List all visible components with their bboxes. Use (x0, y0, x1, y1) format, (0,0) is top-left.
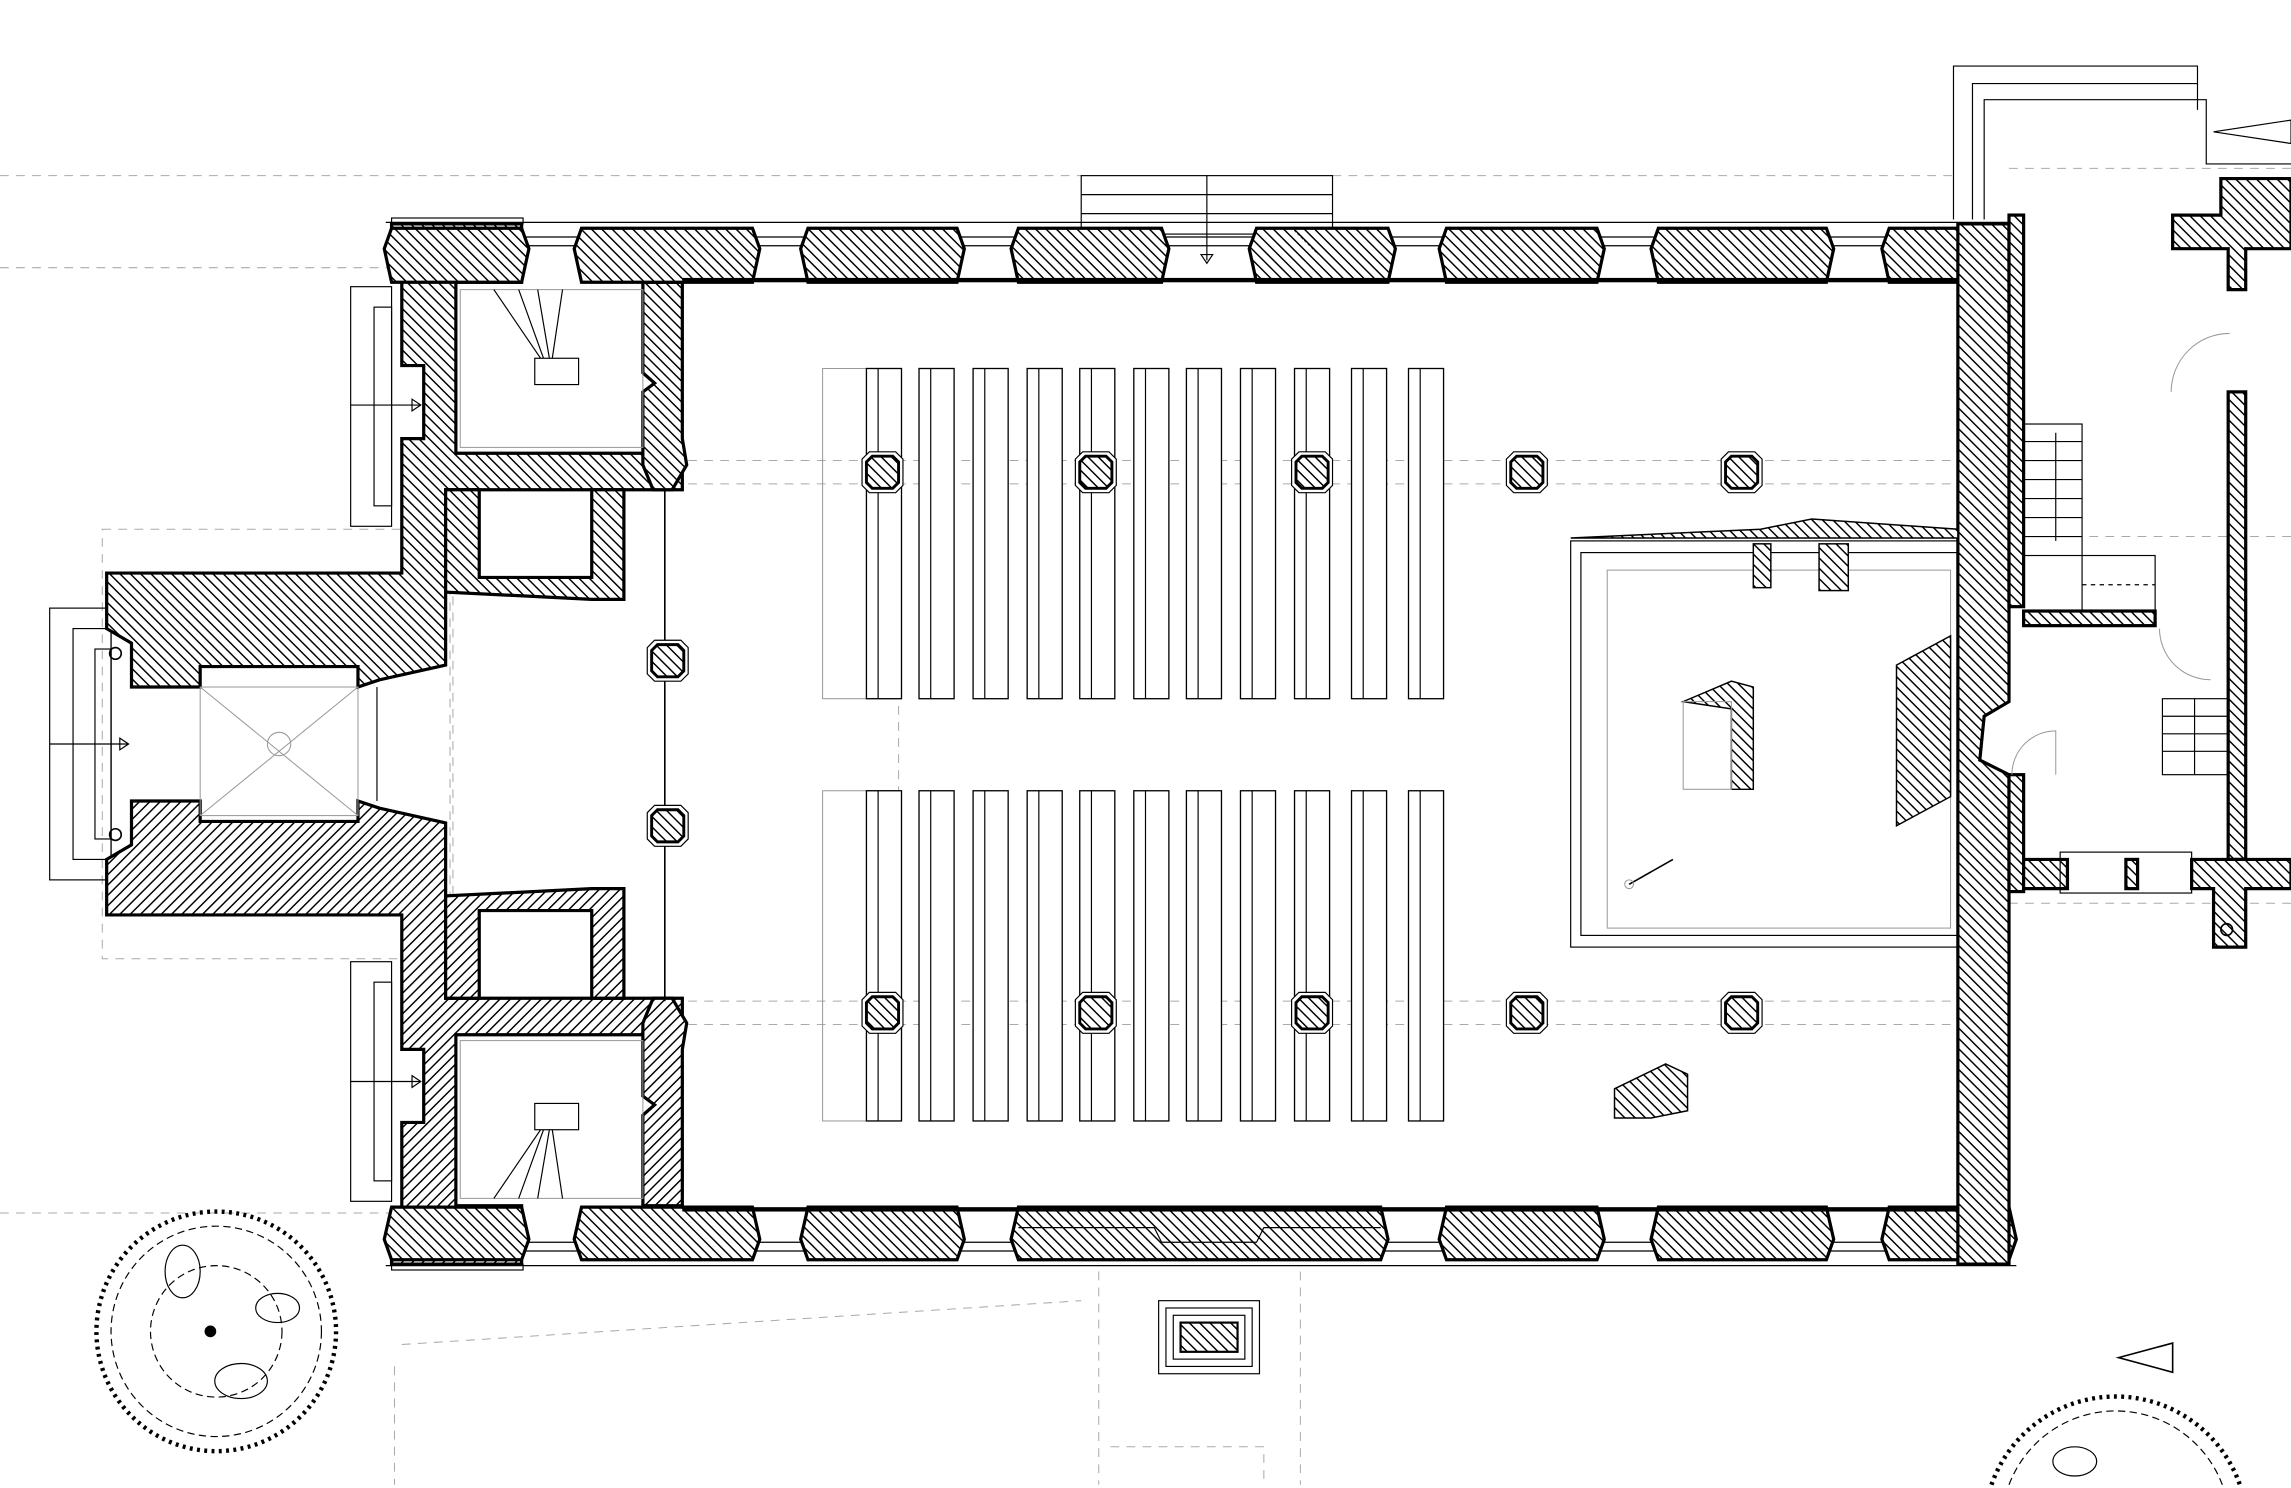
pew (865, 790, 903, 1122)
organ (1895, 634, 1952, 828)
buttress (799, 1205, 966, 1262)
south-wall (382, 1205, 2018, 1267)
tree-icon (1989, 1394, 2242, 1486)
wall-inner-face (682, 277, 1958, 283)
pew (1185, 790, 1223, 1122)
tree-icon (94, 1209, 339, 1454)
buttress (1009, 1205, 1390, 1262)
south-light-well (1158, 1300, 1261, 1375)
pews (822, 367, 1445, 1122)
buttress (382, 1205, 531, 1262)
pew (1239, 790, 1277, 1122)
buttress (1437, 226, 1606, 284)
pew (1079, 367, 1116, 700)
north-wall (382, 221, 2018, 284)
piers (646, 451, 1763, 1034)
pew (1026, 367, 1063, 700)
pier (1294, 995, 1330, 1031)
pier (1724, 995, 1760, 1031)
pew (1239, 367, 1277, 700)
pier (1509, 995, 1545, 1031)
pew (1026, 790, 1063, 1122)
pew (1407, 367, 1445, 700)
buttress (799, 226, 966, 284)
east-wall (1956, 213, 2026, 1266)
pew (972, 367, 1009, 700)
stage-platform (1570, 518, 1959, 1119)
pier (650, 643, 686, 679)
pew (1079, 790, 1116, 1122)
pew (1185, 367, 1223, 700)
buttress (1247, 226, 1398, 284)
buttress (1649, 1205, 1836, 1262)
pier (1078, 454, 1114, 490)
annex-stairs-lower (2161, 698, 2229, 776)
pew (1350, 790, 1388, 1122)
pier (1078, 995, 1114, 1031)
pier (864, 995, 901, 1031)
pew (972, 790, 1009, 1122)
buttress (1437, 1205, 1606, 1262)
south-porch-outline (1018, 1227, 1381, 1243)
entrance-steps-west (49, 286, 422, 1202)
annex-stairs-upper (2023, 423, 2156, 612)
pew (1293, 790, 1331, 1122)
pew (918, 790, 955, 1122)
pier (1509, 454, 1545, 490)
wall-inner-face (682, 1207, 1958, 1212)
buttress (1009, 226, 1171, 284)
entrance-steps-north (1080, 175, 1334, 265)
pew (1350, 367, 1388, 700)
pier (650, 808, 686, 844)
pew (1133, 790, 1170, 1122)
buttress (572, 1205, 762, 1262)
pew (1293, 367, 1331, 700)
north-arrow-icon (2115, 1342, 2174, 1374)
pier (1294, 454, 1330, 490)
buttress (1649, 226, 1836, 284)
pew (1407, 790, 1445, 1122)
pew (865, 367, 903, 700)
west-wall-north (105, 217, 689, 690)
pier (1724, 454, 1760, 490)
lectern (1680, 680, 1755, 791)
pew (918, 367, 955, 700)
buttress (382, 226, 531, 284)
west-wall-south (105, 798, 689, 1271)
pier (864, 454, 901, 490)
tower-vault (199, 686, 378, 817)
pew (1133, 367, 1170, 700)
east-annex (1952, 65, 2291, 949)
buttress (572, 226, 762, 284)
font (1613, 1063, 1689, 1119)
west-tower-walls (105, 217, 689, 1271)
